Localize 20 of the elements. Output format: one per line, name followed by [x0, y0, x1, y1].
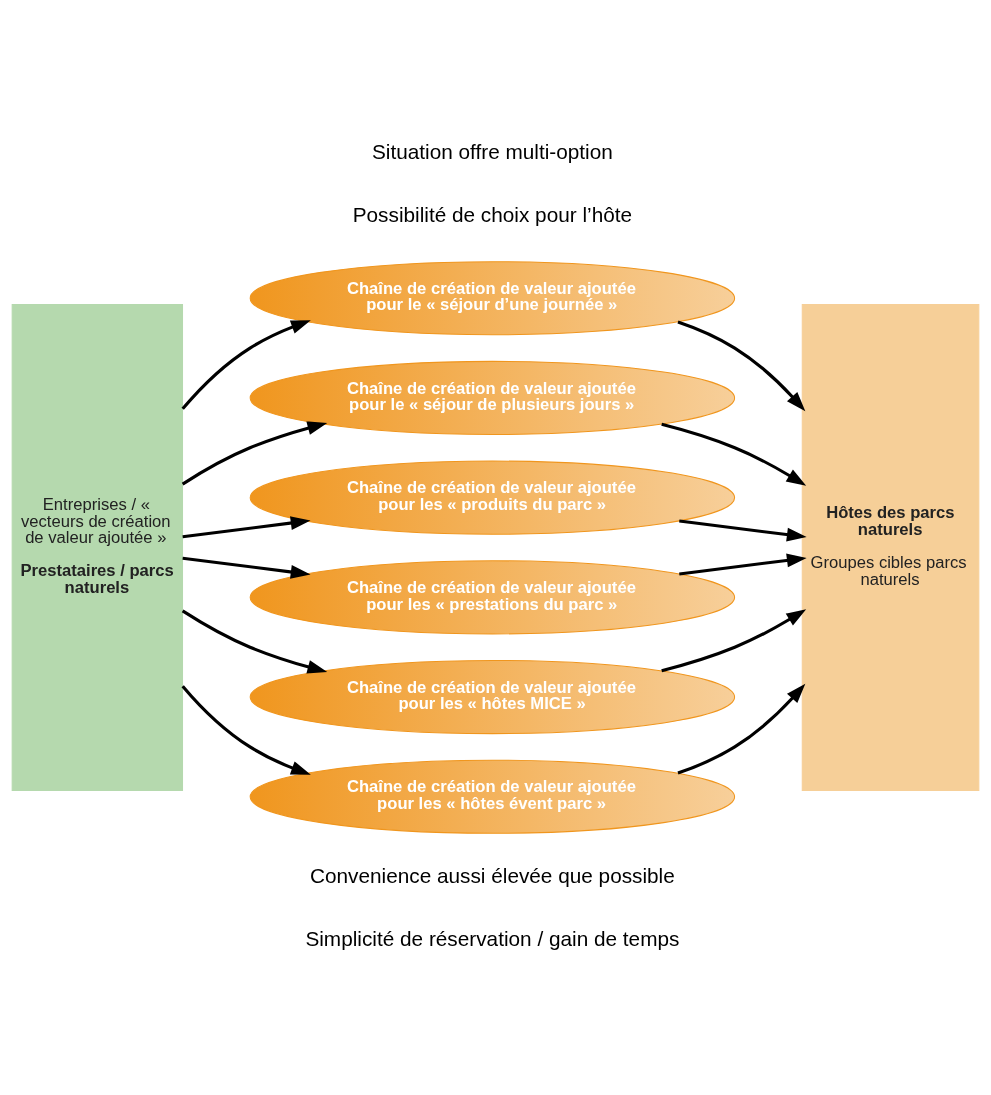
arrow	[661, 422, 807, 486]
label: Situation offre multi-option	[371, 140, 613, 164]
label: Possibilité de choix pour l’hôte	[352, 203, 633, 227]
arrow	[181, 609, 328, 674]
label: Simplicité de réservation / gain de temps	[305, 927, 680, 951]
arrow	[181, 421, 328, 486]
arrow	[182, 556, 311, 579]
arrow	[661, 609, 807, 673]
arrow	[677, 683, 806, 775]
label: Convenience aussi élevée que possible	[309, 863, 675, 887]
arrow	[679, 553, 807, 576]
arrow	[181, 685, 311, 775]
node-ellipse: Chaîne de création de valeur ajoutée pour les « prestations du parc »	[249, 560, 736, 635]
arrow	[679, 519, 807, 542]
node-box: Hôtes des parcs naturels Groupes cibles parcs naturels	[801, 303, 980, 792]
arrow	[677, 320, 806, 412]
node-ellipse: Chaîne de création de valeur ajoutée pour les « produits du parc »	[249, 460, 736, 535]
node-box: Entreprises / « vecteurs de création de valeur ajoutée » Prestataires / parcs naturels	[11, 303, 184, 792]
arrow	[182, 516, 311, 539]
arrow	[181, 320, 311, 410]
